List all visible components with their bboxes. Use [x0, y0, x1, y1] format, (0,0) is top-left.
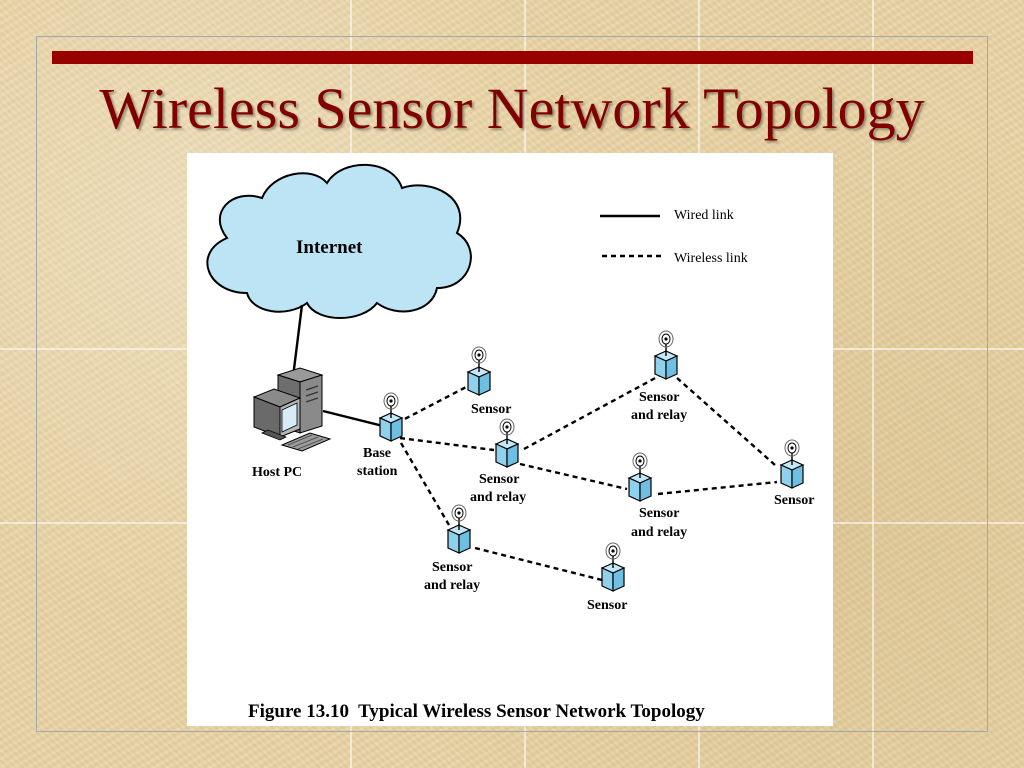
tile-line-v4	[872, 0, 874, 768]
wired-link-host-base	[322, 409, 384, 428]
sensor-relay-label-top-right-line1: Sensor	[639, 390, 679, 405]
slide-title: Wireless Sensor Network Topology	[99, 76, 925, 141]
sensor-node-bottom	[601, 542, 625, 592]
host-pc-label: Host PC	[252, 465, 302, 480]
sensor-relay-node-center	[495, 418, 519, 468]
base-station-label-line2: station	[357, 464, 398, 479]
sensor-label-right: Sensor	[774, 493, 814, 508]
sensor-node-right	[780, 439, 804, 489]
sensor-relay-label-middle-right-line2: and relay	[631, 525, 687, 540]
sensor-node-top	[467, 346, 491, 396]
sensor-relay-label-top-right-line2: and relay	[631, 408, 687, 423]
sensor-relay-label-bottom-left-line1: Sensor	[432, 560, 472, 575]
sensor-relay-label-center-line2: and relay	[470, 490, 526, 505]
sensor-label-bottom: Sensor	[587, 598, 627, 613]
topology-figure: Wired link Wireless link Internet	[187, 153, 833, 726]
topology-diagram: Wired link Wireless link Internet	[206, 163, 814, 722]
internet-cloud	[206, 163, 472, 319]
sensor-relay-node-top-right	[654, 330, 678, 380]
sensor-relay-label-bottom-left-line2: and relay	[424, 578, 480, 593]
wired-link-internet-host	[291, 304, 304, 378]
title-accent-bar	[52, 51, 973, 64]
host-pc	[252, 367, 332, 452]
legend-wired-label: Wired link	[674, 208, 734, 223]
sensor-relay-label-middle-right-line1: Sensor	[639, 506, 679, 521]
sensor-relay-label-center-line1: Sensor	[479, 472, 519, 487]
sensor-label-top: Sensor	[471, 402, 511, 417]
sensor-relay-node-bottom-left	[447, 504, 471, 554]
base-station-label-line1: Base	[363, 446, 391, 461]
slide-frame	[36, 36, 988, 732]
internet-label: Internet	[296, 237, 363, 258]
legend-wireless-label: Wireless link	[674, 251, 748, 266]
base-station-node	[379, 392, 403, 442]
figure-caption: Figure 13.10 Typical Wireless Sensor Net…	[248, 701, 705, 722]
sensor-relay-node-middle-right	[628, 452, 652, 502]
wireless-links	[396, 374, 778, 583]
